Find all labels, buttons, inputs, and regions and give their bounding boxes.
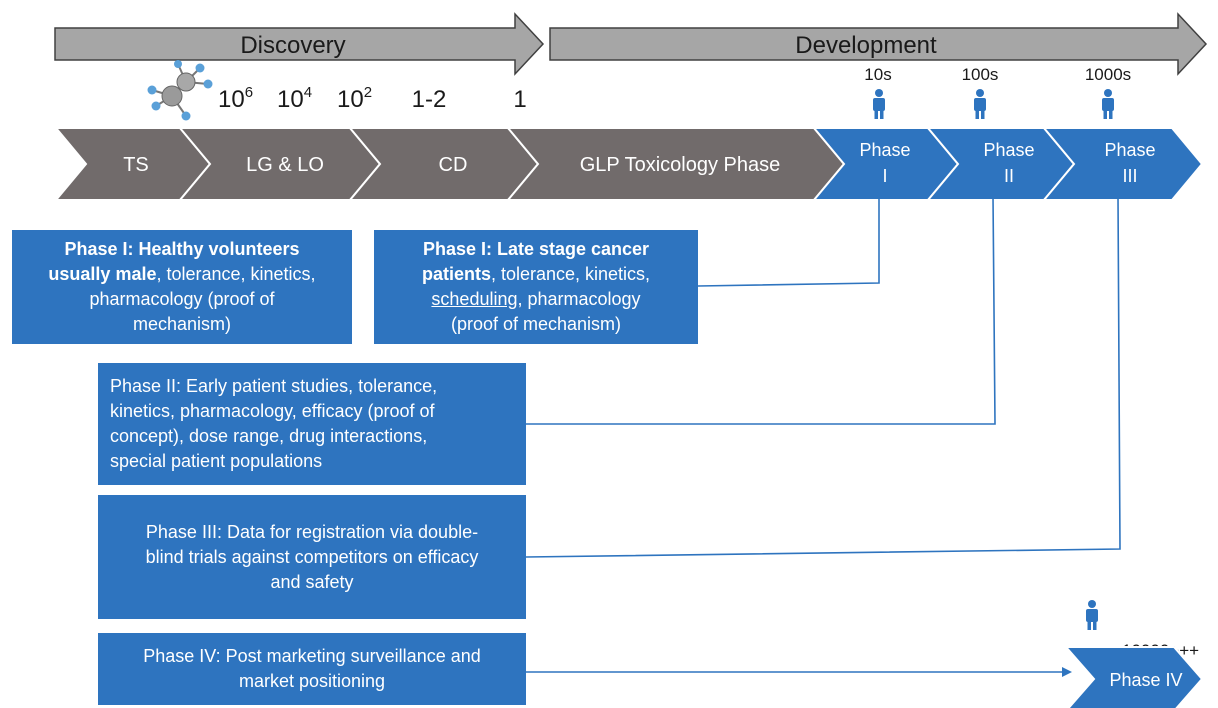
compound-count-4: 1-2	[412, 86, 447, 113]
phase1-healthy-bold-2: usually male	[48, 264, 157, 284]
phase2-text: Phase II: Early patient studies, toleran…	[110, 374, 526, 474]
phase4-text: Phase IV: Post marketing surveillance an…	[98, 644, 526, 694]
phase1-healthy-text-3: mechanism)	[132, 314, 232, 334]
chevron-glp-label: GLP Toxicology Phase	[580, 154, 781, 176]
molecule-icon	[147, 60, 213, 121]
phase1-healthy-text-1: , tolerance, kinetics,	[156, 264, 316, 284]
phase2-line-3: concept), dose range, drug interactions,	[110, 426, 428, 446]
development-label: Development	[795, 32, 937, 59]
person-icon	[1086, 600, 1098, 630]
compound-count-2: 104	[277, 84, 312, 113]
discovery-label: Discovery	[240, 32, 345, 59]
connector-phase2	[526, 195, 996, 425]
phase1-cancer-bold-1: Phase I: Late stage cancer	[422, 239, 650, 259]
phase1-cancer-bold-2: patients	[421, 264, 491, 284]
phase4-line-1: Phase IV: Post marketing surveillance an…	[143, 646, 481, 666]
chevron-ts-label: TS	[123, 154, 149, 176]
person-icon	[974, 89, 986, 119]
connector-phase3	[525, 195, 1121, 558]
phase3-box: Phase III: Data for registration via dou…	[98, 495, 526, 619]
participants-phase1: 10s	[864, 65, 891, 84]
discovery-arrow	[54, 12, 545, 76]
connector-phase1	[697, 196, 880, 287]
phase2-box: Phase II: Early patient studies, toleran…	[98, 363, 526, 485]
phase1-healthy-text: Phase I: Healthy volunteers usually male…	[12, 237, 352, 337]
chevron-lg-lo-label: LG & LO	[246, 154, 324, 176]
phase1-cancer-text-3: (proof of mechanism)	[450, 314, 622, 334]
phase4-box: Phase IV: Post marketing surveillance an…	[98, 633, 526, 705]
phase1-healthy-text-2: pharmacology (proof of	[89, 289, 275, 309]
person-icon	[1102, 89, 1114, 119]
chevron-cd-label: CD	[439, 154, 468, 176]
phase1-cancer-underlined: scheduling	[431, 289, 518, 309]
phase1-cancer-text-2: , pharmacology	[517, 289, 641, 309]
phase1-healthy-bold-1: Phase I: Healthy volunteers	[64, 239, 300, 259]
phase1-healthy-volunteers-box: Phase I: Healthy volunteers usually male…	[12, 230, 352, 344]
person-icon	[873, 89, 885, 119]
phase3-text: Phase III: Data for registration via dou…	[98, 520, 526, 595]
phase1-cancer-text-1: , tolerance, kinetics,	[490, 264, 651, 284]
phase4-line-2: market positioning	[238, 671, 386, 691]
phase2-line-4: special patient populations	[110, 451, 323, 471]
phase3-line-2: blind trials against competitors on effi…	[145, 546, 479, 567]
phase2-line-2: kinetics, pharmacology, efficacy (proof …	[110, 401, 435, 421]
phase1-cancer-text: Phase I: Late stage cancer patients, tol…	[374, 237, 698, 337]
phase2-line-1: Phase II: Early patient studies, toleran…	[110, 376, 438, 396]
connector-phase4-arrowhead	[1062, 667, 1072, 677]
phase3-line-1: Phase III: Data for registration via dou…	[145, 521, 479, 542]
compound-count-1: 106	[218, 84, 253, 113]
chevron-phase4-label: Phase IV	[1109, 670, 1182, 690]
chevron-phase4	[1063, 646, 1204, 708]
compound-count-5: 1	[513, 86, 526, 113]
participants-phase3: 1000s	[1085, 65, 1131, 84]
phase3-line-3: and safety	[270, 571, 354, 592]
development-arrow	[549, 12, 1208, 76]
compound-count-3: 102	[337, 84, 372, 113]
phase1-cancer-patients-box: Phase I: Late stage cancer patients, tol…	[374, 230, 698, 344]
chevron-phase3	[1041, 127, 1204, 201]
participants-phase2: 100s	[962, 65, 999, 84]
